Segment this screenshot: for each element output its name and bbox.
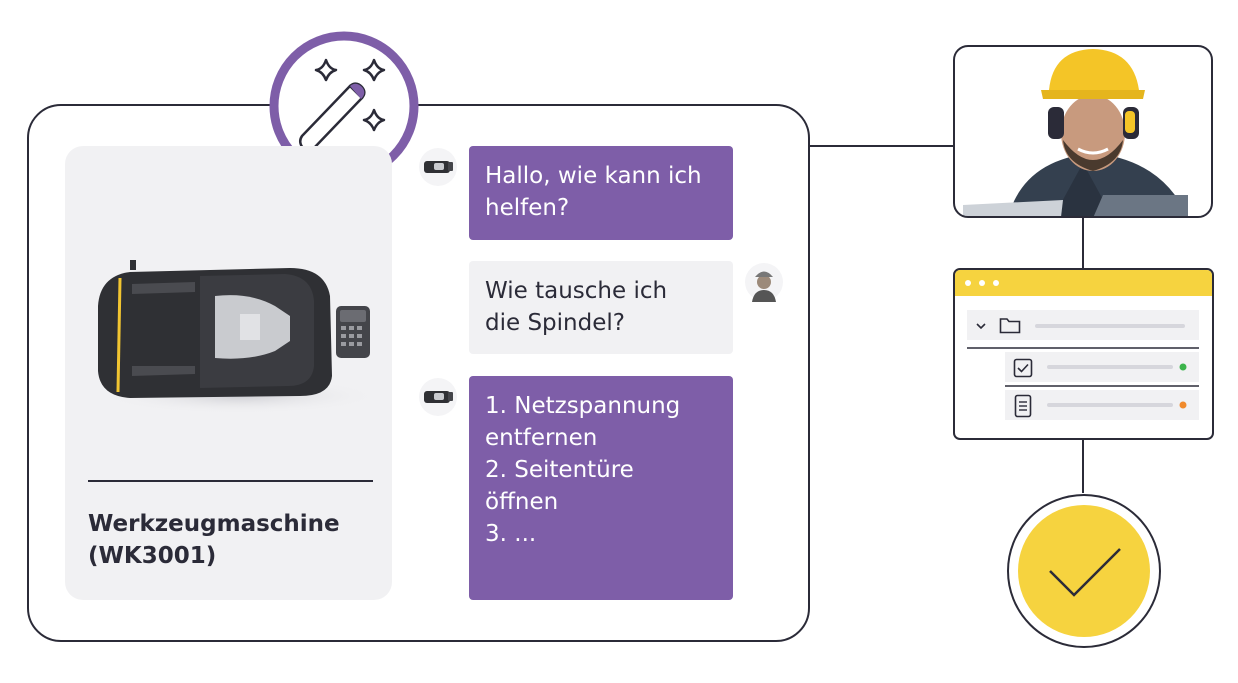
bot-avatar xyxy=(419,148,457,186)
user-avatar xyxy=(745,263,783,302)
window-dot xyxy=(993,280,999,286)
machine-image xyxy=(98,260,380,414)
file-tree xyxy=(967,310,1199,420)
user-message: Wie tausche ich die Spindel? xyxy=(469,261,733,354)
bot-message: Hallo, wie kann ich helfen? xyxy=(469,146,733,240)
machine-divider xyxy=(88,480,373,482)
folder-icon[interactable] xyxy=(999,316,1021,334)
window-dot xyxy=(979,280,985,286)
worker-photo xyxy=(953,45,1213,218)
machine-title: Werkzeugmaschine (WK3001) xyxy=(88,511,340,569)
window-dot xyxy=(965,280,971,286)
checkmark-icon xyxy=(1007,494,1161,648)
bot-answer-message: 1. Netzspannung entfernen 2. Seitentüre … xyxy=(469,376,733,600)
window-titlebar xyxy=(955,270,1212,296)
chevron-down-icon[interactable] xyxy=(975,320,987,332)
checkbox-icon[interactable] xyxy=(1013,358,1033,378)
file-browser-window xyxy=(953,268,1214,440)
document-icon[interactable] xyxy=(1014,394,1032,418)
bot-avatar xyxy=(419,378,457,416)
